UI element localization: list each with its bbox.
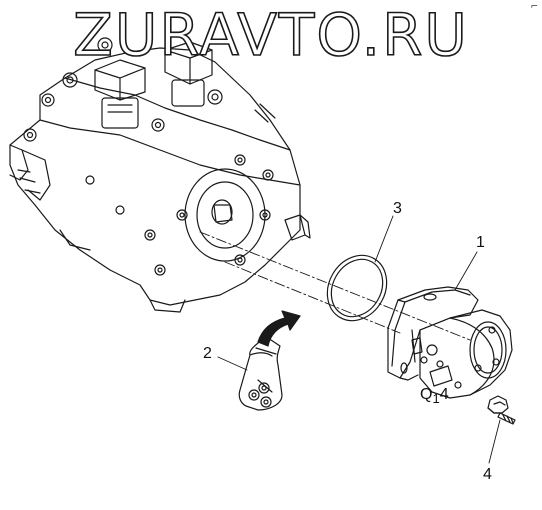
pump-body — [9, 37, 311, 313]
callout-2: 2 — [203, 345, 212, 362]
gear-pump-part-1 — [387, 286, 513, 399]
leader-line-2 — [217, 356, 248, 371]
callout-3: 3 — [393, 200, 402, 217]
leader-lines — [217, 215, 501, 464]
reference-code-digit-1: 1 — [432, 391, 440, 407]
gasket-part-2 — [238, 337, 283, 411]
bolt-part-4 — [487, 395, 516, 425]
assembly-centerline — [199, 231, 471, 341]
reference-code: Q14 — [420, 386, 449, 406]
site-watermark: ZURAVTO.RU — [72, 0, 469, 70]
callout-4: 4 — [483, 466, 492, 483]
callout-1: 1 — [476, 234, 485, 251]
leader-line-1 — [454, 251, 478, 291]
reference-code-digit-2: 4 — [439, 386, 449, 403]
reference-code-letter: Q — [420, 386, 433, 403]
leader-line-3 — [374, 215, 394, 263]
o-ring-part-3 — [326, 254, 388, 322]
corner-mark: ⌐ — [530, 2, 538, 12]
install-direction-arrow — [257, 310, 301, 347]
leader-line-4 — [488, 419, 501, 464]
